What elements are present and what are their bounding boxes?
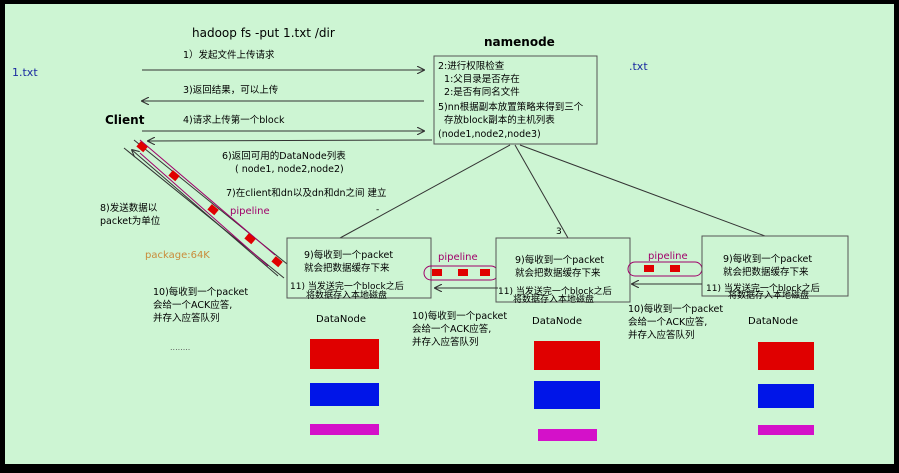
step-6-text-1: 6)返回可用的DataNode列表 [222,150,346,162]
pipeline-label-1: pipeline [230,206,270,217]
packet-2 [168,170,180,182]
client-label: Client [105,113,145,127]
arrow-step-6 [148,140,433,141]
namenode-line-2: 1:父目录是否存在 [438,73,520,85]
packet-4 [244,233,256,245]
dn3-block-red [758,342,814,370]
dn1-line-3: 11) 当发送完一个block之后 [290,280,404,292]
packet-10 [670,265,680,272]
step-6-text-2: ( node1, node2,node2) [235,164,344,175]
digit-mark: 3 [556,227,562,237]
dn3-line-3: 11) 当发送完一个block之后 [706,282,820,294]
packet-1 [136,141,148,153]
dn1-block-blue [310,383,379,406]
namenode-line-6: (node1,node2,node3) [438,129,541,140]
packet-6 [432,269,442,276]
datanode-1-label: DataNode [316,314,366,325]
dn2-line-1: 9)每收到一个packet [515,254,604,266]
ack-3-line-2: 会给一个ACK应答, [628,316,707,328]
dotted-mark: ........ [170,343,190,352]
dn3-block-blue [758,384,814,408]
dn2-line-3: 11) 当发送完一个block之后 [498,285,612,297]
step-4-text: 4)请求上传第一个block [183,114,285,126]
ack-2-line-2: 会给一个ACK应答, [412,323,491,335]
pipeline-tube-top [139,139,276,256]
dn2-line-4: 将数据存入本地磁盘 [513,293,594,305]
dn3-block-magenta [758,425,814,435]
pipeline-label-3: pipeline [648,251,688,262]
dn2-block-blue [534,381,600,409]
dn2-block-magenta [538,429,597,441]
nn-to-dn1-line [339,144,511,239]
step-3-text: 3)返回结果，可以上传 [183,84,279,96]
ack-2-line-3: 并存入应答队列 [412,336,479,348]
dn1-line-2: 就会把数据缓存下来 [304,262,390,274]
ack-3-line-3: 并存入应答队列 [628,329,695,341]
namenode-line-3: 2:是否有同名文件 [438,86,520,98]
namenode-box [433,55,598,145]
ack-3-line-1: 10)每收到一个packet [628,303,723,315]
dn3-line-4: 将数据存入本地磁盘 [728,289,809,301]
dash-mark: - [376,205,379,215]
packet-5 [271,256,283,268]
dn1-line-4: 将数据存入本地磁盘 [306,289,387,301]
package-size-label: package:64K [145,250,210,261]
left-file-label: 1.txt [12,66,38,79]
namenode-line-5: 存放block副本的主机列表 [438,114,555,126]
namenode-line-4: 5)nn根据副本放置策略来得到三个 [438,101,584,113]
namenode-line-1: 2:进行权限检查 [438,60,505,72]
step-1-text: 1）发起文件上传请求 [183,49,275,61]
nn-to-dn3-line [519,144,766,237]
dn3-line-2: 就会把数据缓存下来 [723,266,809,278]
pipeline-label-2: pipeline [438,252,478,263]
dn1-block-red [310,339,379,369]
dn1-block-magenta [310,424,379,435]
ack-1-line-3: 并存入应答队列 [153,312,220,324]
arrow-step-8 [132,150,279,277]
datanode-3-box [701,235,849,297]
packet-7 [458,269,468,276]
packet-8 [480,269,490,276]
dn1-line-1: 9)每收到一个packet [304,249,393,261]
command-title: hadoop fs -put 1.txt /dir [192,26,335,40]
packet-3 [207,204,219,216]
dn2-line-2: 就会把数据缓存下来 [515,267,601,279]
pipeline-tube-bottom [139,152,269,267]
datanode-3-label: DataNode [748,316,798,327]
right-file-label: .txt [629,60,648,73]
step-8-text-1: 8)发送数据以 [100,202,158,214]
ack-1-line-2: 会给一个ACK应答, [153,299,232,311]
datanode-1-box [286,237,432,299]
nn-to-dn2-line [514,144,569,239]
packet-9 [644,265,654,272]
step-8-text-2: packet为单位 [100,215,161,227]
ack-2-line-1: 10)每收到一个packet [412,310,507,322]
ack-1-line-1: 10)每收到一个packet [153,286,248,298]
namenode-title: namenode [484,35,555,49]
dn3-line-1: 9)每收到一个packet [723,253,812,265]
datanode-2-label: DataNode [532,316,582,327]
datanode-2-box [495,237,631,303]
dn2-block-red [534,341,600,370]
step-7-text: 7)在client和dn以及dn和dn之间 建立 [226,187,387,199]
